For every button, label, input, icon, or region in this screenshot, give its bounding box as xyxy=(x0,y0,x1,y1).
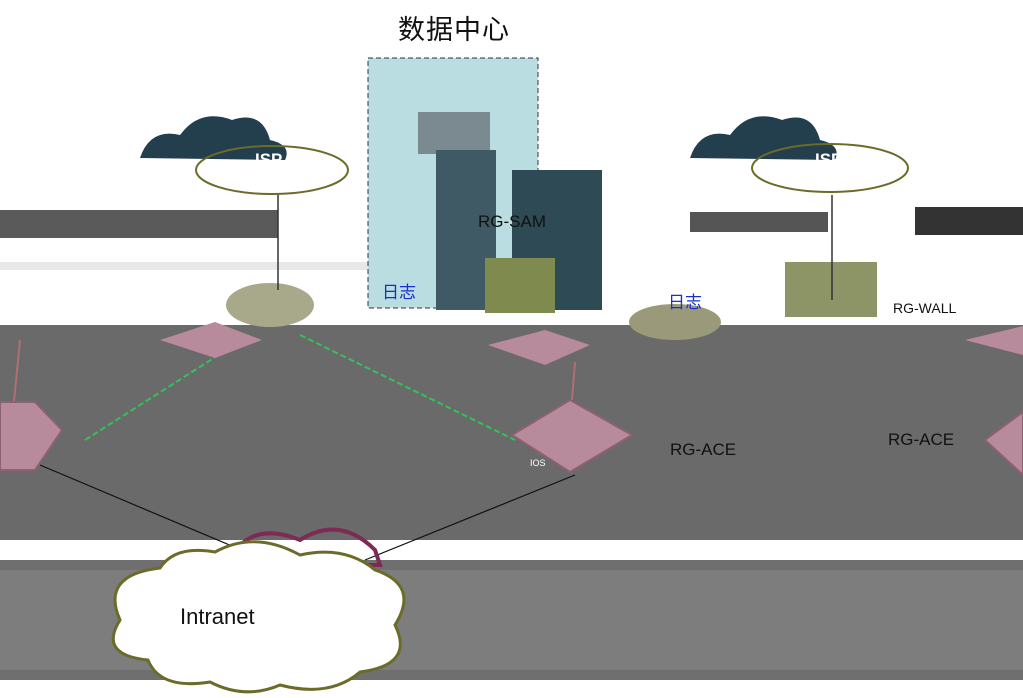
isp-left-label: ISP xyxy=(255,150,283,169)
router-left xyxy=(226,283,314,327)
router-right xyxy=(629,304,721,340)
band-middle xyxy=(0,325,1023,540)
link-ace-left-up xyxy=(13,339,21,403)
isp-cloud-left-outline xyxy=(195,145,349,195)
band-mid-right xyxy=(690,212,828,232)
sam-label: RG-SAM xyxy=(478,212,546,231)
isp-right-label: ISP xyxy=(815,150,843,169)
server-small xyxy=(485,258,555,313)
band-white-strip-1 xyxy=(0,262,430,270)
isp-cloud-right-outline xyxy=(751,143,909,193)
log-left-label: 日志 xyxy=(382,283,416,302)
fw-device-left xyxy=(160,322,262,358)
isp-cloud-right xyxy=(690,116,837,160)
green-link-right xyxy=(299,334,516,441)
switch-caption: IOS xyxy=(530,458,546,468)
server-right xyxy=(785,262,877,317)
ace-right-label: RG-ACE xyxy=(888,430,955,449)
ace-device-left xyxy=(0,401,64,471)
intranet-label: Intranet xyxy=(180,604,255,629)
intranet-cloud-back xyxy=(228,527,383,567)
ace-device-right xyxy=(983,410,1023,477)
link-ace-left-intranet xyxy=(39,464,266,561)
isp-cloud-left xyxy=(140,116,287,160)
log-right-label: 日志 xyxy=(668,293,702,312)
band-top-left xyxy=(0,210,278,238)
fw-device-right xyxy=(965,326,1023,355)
link-ace-center-up xyxy=(571,361,576,401)
link-ace-center-intranet xyxy=(364,474,576,561)
server-top xyxy=(418,112,490,154)
band-top-right xyxy=(915,207,1023,235)
router-right-label: RG-WALL xyxy=(893,300,957,316)
fw-device-center xyxy=(488,330,590,365)
ace-center-label: RG-ACE xyxy=(670,440,737,459)
intranet-cloud xyxy=(111,540,406,694)
diagram-title: 数据中心 xyxy=(398,15,510,46)
ace-device-center xyxy=(510,398,634,474)
